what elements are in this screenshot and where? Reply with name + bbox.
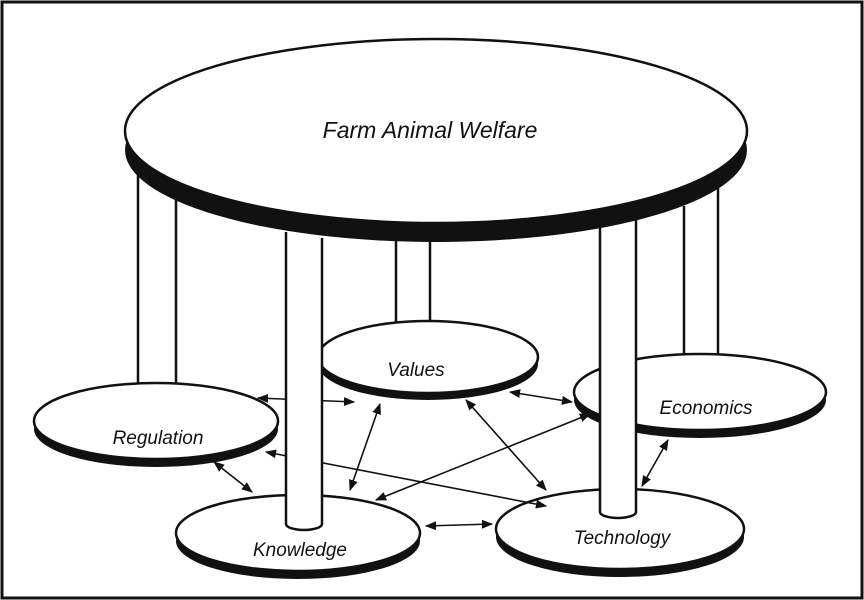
leg-knowledge	[284, 232, 324, 532]
label-regulation: Regulation	[113, 428, 204, 449]
label-knowledge: Knowledge	[253, 540, 347, 561]
disc-values	[316, 319, 540, 400]
arrow-regulation-knowledge	[213, 461, 253, 493]
table-top-label: Farm Animal Welfare	[323, 117, 538, 143]
leg-regulation	[136, 172, 178, 418]
arrow-economics-technology	[641, 439, 669, 487]
label-economics: Economics	[660, 398, 753, 419]
arrow-knowledge-technology	[424, 519, 494, 531]
label-values: Values	[387, 360, 445, 381]
disc-knowledge	[174, 493, 422, 579]
disc-regulation	[32, 381, 280, 467]
arrow-economics-knowledge	[374, 413, 592, 501]
disc-technology	[494, 487, 746, 577]
arrow-values-economics	[508, 389, 574, 405]
label-technology: Technology	[574, 528, 672, 549]
front-legs	[284, 220, 638, 532]
table-top	[123, 37, 749, 242]
leg-technology	[598, 220, 638, 520]
back-legs	[136, 172, 720, 418]
